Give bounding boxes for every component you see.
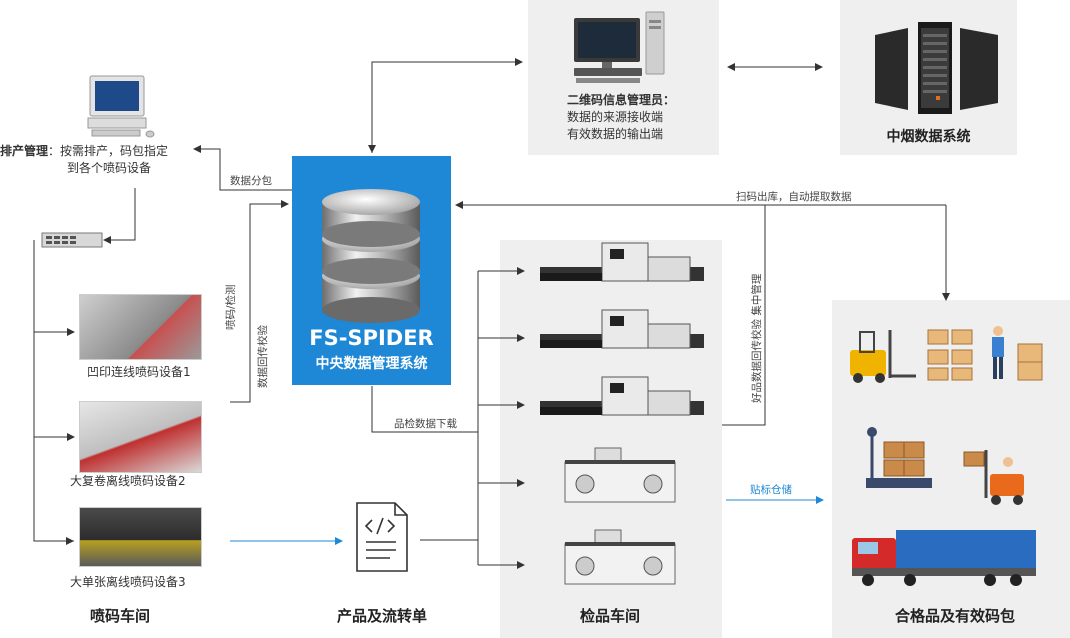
central-name: FS-SPIDER	[309, 326, 434, 350]
scale-icon	[866, 427, 932, 488]
section-product-flow: 产品及流转单	[336, 607, 427, 625]
scheduling-line2: 到各个喷码设备	[67, 161, 152, 175]
qr-admin-line2: 有效数据的输出端	[567, 127, 664, 141]
qr-admin-title: 二维码信息管理员：	[567, 93, 676, 107]
truck-icon	[852, 530, 1036, 586]
scheduling-label-bold: 排产管理	[0, 144, 49, 158]
boxes-shelf-icon	[927, 329, 973, 381]
flow-scan-out: 扫码出库，自动提取数据	[736, 191, 852, 203]
device-photo-1[interactable]	[79, 294, 202, 360]
scheduling-label-rest: ：按需排产，码包指定	[48, 144, 169, 158]
section-print-workshop: 喷码车间	[89, 607, 150, 625]
central-subtitle: 中央数据管理系统	[315, 356, 428, 372]
flow-label-storage: 贴标仓储	[750, 484, 792, 496]
worker-icon	[992, 326, 1043, 381]
inspection-machine-icon	[540, 242, 704, 585]
tobacco-label: 中烟数据系统	[886, 129, 971, 145]
section-qualified: 合格品及有效码包	[894, 607, 1015, 625]
flow-data-distribution: 数据分包	[230, 175, 272, 187]
device-label-1: 凹印连线喷码设备1	[87, 365, 191, 379]
forklift-icon	[850, 330, 916, 383]
central-system-box[interactable]: FS-SPIDER 中央数据管理系统	[292, 156, 451, 385]
device-label-3: 大单张离线喷码设备3	[70, 575, 186, 589]
device-photo-3[interactable]	[79, 507, 202, 567]
qr-admin-line1: 数据的来源接收端	[567, 110, 664, 124]
section-inspection-workshop: 检品车间	[579, 607, 640, 625]
device-label-2: 大复卷离线喷码设备2	[70, 474, 186, 488]
database-icon	[322, 189, 420, 323]
forklift-worker-icon	[963, 450, 1024, 505]
flow-inspection-download: 品检数据下载	[394, 418, 457, 430]
scheduling-label: 排产管理：按需排产，码包指定	[0, 143, 168, 160]
device-photo-2[interactable]	[79, 401, 202, 473]
